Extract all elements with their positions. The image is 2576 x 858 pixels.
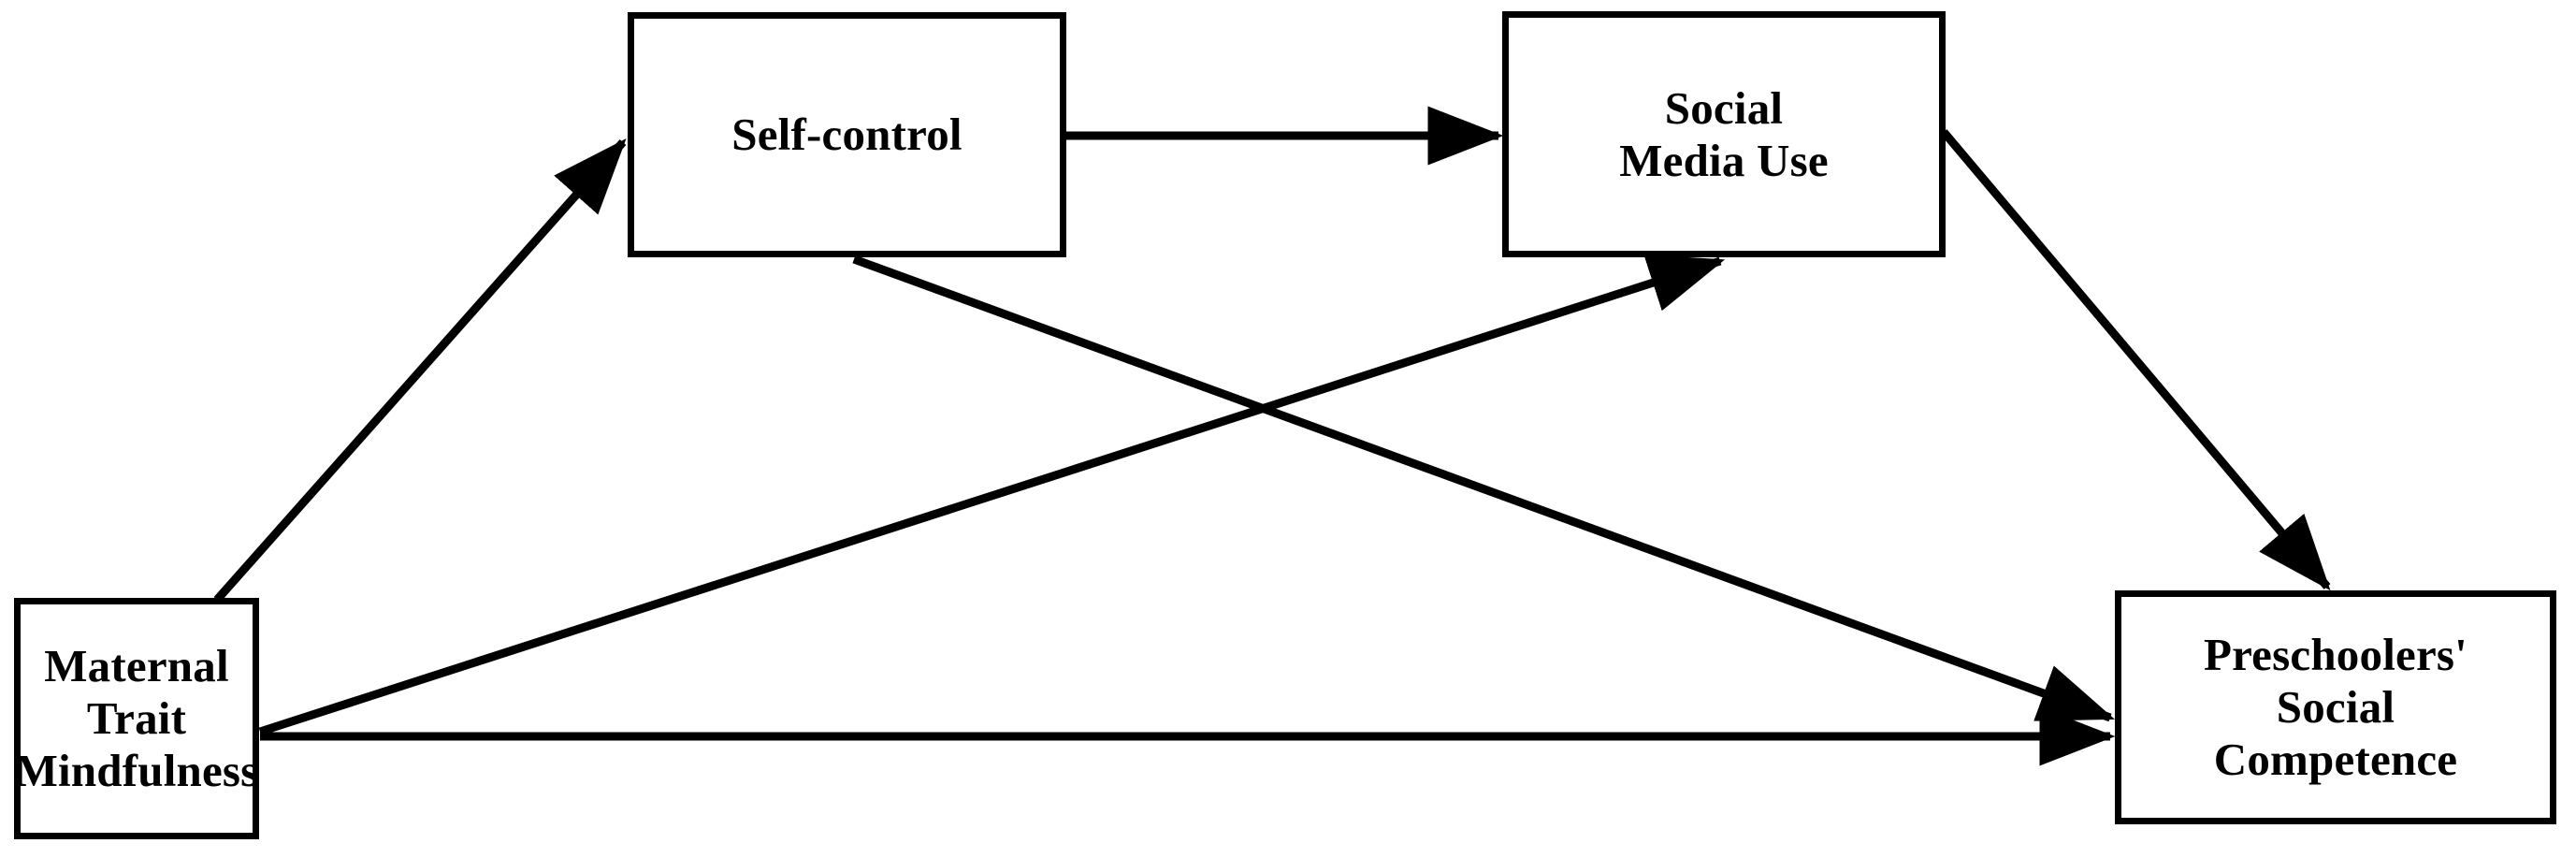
edge-selfcontrol-to-preschoolers <box>852 254 2116 722</box>
node-label-line: Self-control <box>731 109 962 161</box>
node-label-line: Social <box>1664 81 1784 134</box>
node-label-line: Trait <box>86 692 187 745</box>
node-label-line: Maternal <box>44 640 229 692</box>
node-social-media-use[interactable]: Social Media Use <box>1502 11 1946 257</box>
node-label-line: Preschoolers' <box>2203 629 2467 681</box>
node-label-line: Media Use <box>1619 134 1829 186</box>
node-maternal-trait-mindfulness[interactable]: Maternal Trait Mindfulness <box>14 598 259 839</box>
node-preschoolers-social-competence[interactable]: Preschoolers' Social Competence <box>2115 590 2556 824</box>
edge-socialmedia-to-preschoolers <box>1940 129 2331 591</box>
node-self-control[interactable]: Self-control <box>628 12 1066 257</box>
node-label-line: Competence <box>2213 733 2458 785</box>
edge-maternal-to-socialmedia <box>258 254 1726 736</box>
node-label-line: Mindfulness <box>14 744 259 796</box>
node-label-line: Social <box>2276 681 2395 734</box>
edge-maternal-to-selfcontrol <box>213 138 627 603</box>
